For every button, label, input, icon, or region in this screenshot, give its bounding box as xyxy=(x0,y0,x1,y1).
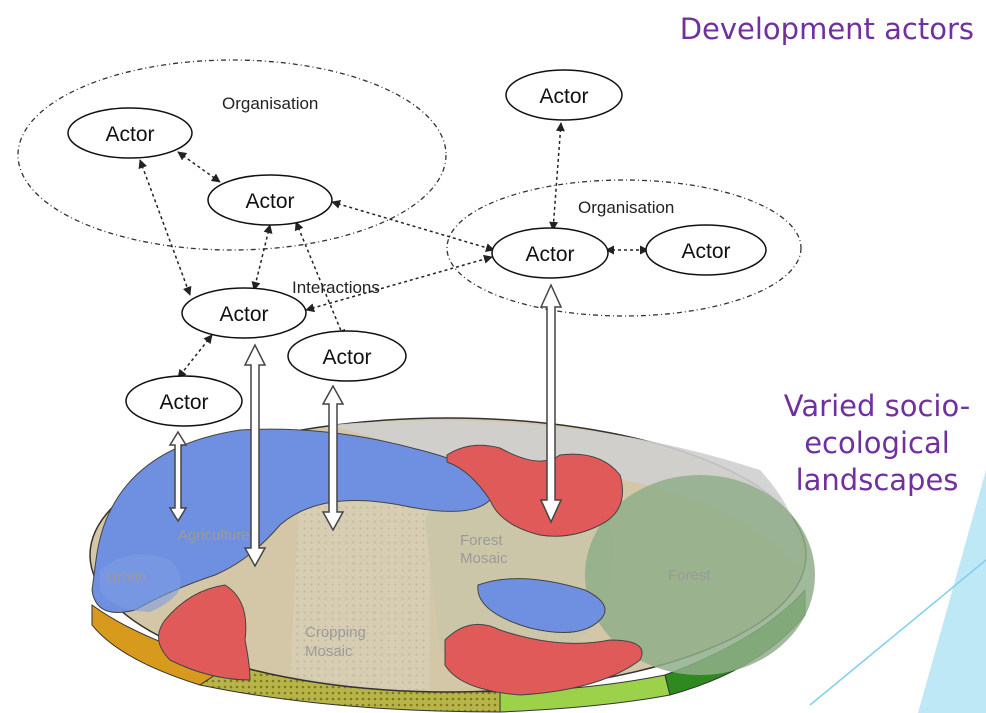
forest-zone xyxy=(585,475,815,675)
zone-label-cropping-2: Mosaic xyxy=(305,643,353,660)
actor-label: Actor xyxy=(681,240,730,263)
landscape-link-arrow-2 xyxy=(243,343,267,568)
actor-label: Actor xyxy=(159,391,208,414)
organisation-ellipse-left xyxy=(17,59,447,251)
actor-node-8: Actor xyxy=(645,224,767,276)
interaction-arrow-1 xyxy=(177,151,221,183)
landscape-disc: Urban Agriculture Forest Mosaic Forest C… xyxy=(89,417,815,713)
actor-node-6: Actor xyxy=(505,69,623,121)
actor-node-3: Actor xyxy=(181,287,307,339)
actor-label: Actor xyxy=(245,190,294,213)
actor-label: Actor xyxy=(105,123,154,146)
actor-label: Actor xyxy=(539,85,588,108)
landscape-link-arrow-3 xyxy=(321,384,345,532)
interaction-arrow-3 xyxy=(251,224,273,291)
landscape-link-arrow-1 xyxy=(168,430,188,523)
organisation-ellipse-right xyxy=(446,179,802,317)
zone-label-cropping-1: Cropping xyxy=(305,624,366,641)
subtitle-line-1: Varied socio- xyxy=(783,389,971,423)
slide-subtitle: Varied socio- ecological landscapes xyxy=(768,388,986,499)
subtitle-line-3: landscapes xyxy=(795,463,959,497)
actor-label: Actor xyxy=(525,243,574,266)
slide-title: Development actors xyxy=(679,12,974,46)
organisation-label-left: Organisation xyxy=(222,94,318,113)
subtitle-line-2: ecological xyxy=(804,426,950,460)
interaction-arrow-2 xyxy=(138,159,192,296)
zone-label-forest-mosaic-2: Mosaic xyxy=(460,550,508,567)
urban-core xyxy=(100,554,182,612)
actor-node-7: Actor xyxy=(491,227,609,279)
interaction-arrow-6 xyxy=(305,254,493,313)
accent-line xyxy=(809,559,986,706)
red-patch-bottom xyxy=(444,623,643,696)
zone-label-forest: Forest xyxy=(668,567,711,584)
interactions-label: Interactions xyxy=(292,278,380,297)
zone-label-agriculture: Agriculture xyxy=(178,527,250,544)
red-patch-top xyxy=(446,444,623,537)
accent-triangle xyxy=(918,470,986,713)
landscape-link-arrow-4 xyxy=(539,283,563,524)
actor-label: Actor xyxy=(322,346,371,369)
interaction-arrow-8 xyxy=(549,122,565,231)
blue-patch-small xyxy=(477,578,606,633)
actor-node-4: Actor xyxy=(287,330,407,382)
actor-label: Actor xyxy=(219,303,268,326)
interaction-arrow-5 xyxy=(331,199,495,253)
urban-blue-zone xyxy=(91,428,492,613)
interaction-arrow-7 xyxy=(177,334,213,379)
actor-node-2: Actor xyxy=(207,174,333,226)
actor-node-1: Actor xyxy=(67,107,193,159)
organisation-label-right: Organisation xyxy=(578,198,674,217)
actor-node-5: Actor xyxy=(125,375,243,427)
cropping-mosaic-zone xyxy=(290,482,430,690)
zone-label-forest-mosaic-1: Forest xyxy=(460,532,503,549)
red-patch-left xyxy=(158,584,251,681)
zone-label-urban: Urban xyxy=(106,569,147,586)
